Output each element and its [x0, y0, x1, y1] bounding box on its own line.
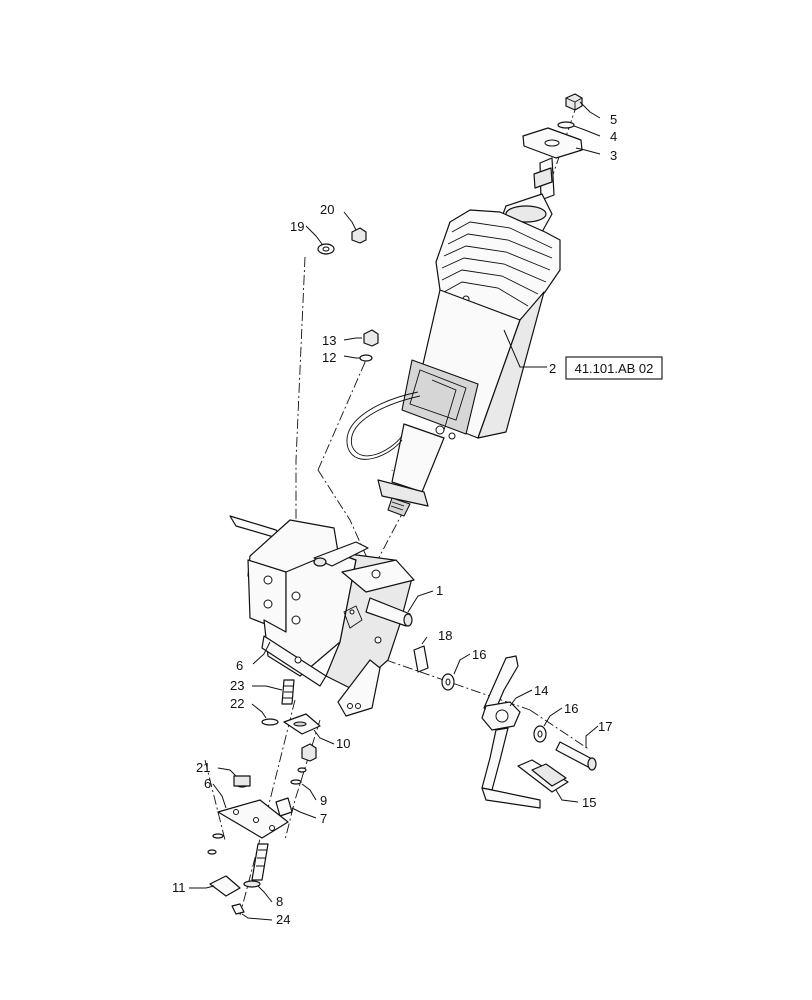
nut-20	[351, 227, 367, 244]
callout-10: 10	[336, 736, 350, 751]
callout-16-upper: 16	[472, 647, 486, 662]
callout-6-upper: 6	[236, 658, 243, 673]
plate-6-lower	[217, 799, 289, 839]
plate-10	[283, 713, 321, 735]
callout-1: 1	[436, 583, 443, 598]
callout-8: 8	[276, 894, 283, 909]
bolt-23	[281, 679, 295, 705]
callout-14: 14	[534, 683, 548, 698]
spacer-7	[275, 797, 293, 817]
callout-9: 9	[320, 793, 327, 808]
callout-22: 22	[230, 696, 244, 711]
pedal-lever	[481, 655, 541, 809]
clip-18	[413, 645, 429, 673]
pin-24	[231, 903, 245, 915]
callout-5: 5	[610, 112, 617, 127]
nut-13	[363, 329, 379, 347]
callout-21: 21	[196, 760, 210, 775]
callout-24: 24	[276, 912, 290, 927]
callout-2: 2	[549, 361, 556, 376]
pin-17	[555, 741, 597, 771]
callout-20: 20	[320, 202, 334, 217]
clips-lower	[207, 833, 224, 855]
bolt-8	[243, 843, 269, 888]
control-lever-assembly	[346, 157, 561, 517]
washer-12	[359, 354, 373, 362]
callout-12: 12	[322, 350, 336, 365]
callout-11: 11	[172, 880, 186, 895]
callout-3: 3	[610, 148, 617, 163]
mounting-bracket	[229, 515, 415, 717]
pedal-pad-15	[517, 759, 569, 793]
mounting-plate	[522, 127, 583, 159]
callout-23: 23	[230, 678, 244, 693]
callout-19: 19	[290, 219, 304, 234]
plate-11	[209, 875, 241, 897]
washer-19	[317, 243, 335, 255]
callout-6-lower: 6	[204, 776, 211, 791]
callout-labels: 5 4 3 2 1 20 19 13 12 6 18 16 14 16 17 1…	[172, 112, 617, 927]
top-nut	[565, 93, 583, 111]
washer-22	[261, 718, 279, 726]
bushing-16a	[441, 673, 455, 691]
reference-box[interactable]: 41.101.AB 02	[565, 356, 663, 380]
reference-label: 41.101.AB 02	[575, 361, 654, 376]
callout-18: 18	[438, 628, 452, 643]
callout-7: 7	[320, 811, 327, 826]
washer-9	[290, 779, 302, 785]
bushing-21	[233, 775, 251, 788]
bushing-16b	[533, 725, 547, 743]
nut-9-upper	[297, 743, 317, 773]
leader-lines	[189, 101, 601, 921]
lock-washer	[557, 121, 575, 129]
callout-16-lower: 16	[564, 701, 578, 716]
callout-4: 4	[610, 129, 617, 144]
callout-15: 15	[582, 795, 596, 810]
callout-13: 13	[322, 333, 336, 348]
callout-17: 17	[598, 719, 612, 734]
